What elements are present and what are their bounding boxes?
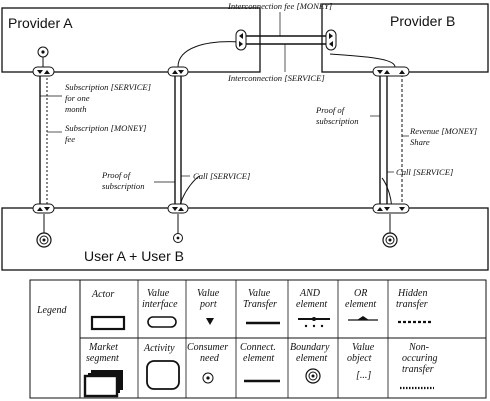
- provider-a-actor: Provider A: [1, 7, 261, 73]
- label-subscription-service-1: Subscription [SERVICE]: [65, 82, 151, 92]
- legend-value-object-l1: Value: [352, 342, 375, 353]
- legend-value-object-l2: object: [347, 353, 372, 364]
- legend-boundary-element-symbol: [305, 368, 321, 384]
- label-proof-right-1: Proof of: [315, 105, 346, 115]
- label-revenue-share-2: Share: [410, 137, 430, 147]
- legend-consumer-need-l2: need: [200, 353, 220, 364]
- legend-or-element-l1: OR: [354, 288, 367, 299]
- label-proof-left-2: subscription: [102, 181, 145, 191]
- label-interconnection-fee: Interconnection fee [MONEY]: [227, 1, 332, 11]
- start-stimulus-provider-a: [37, 46, 49, 67]
- legend-title: Legend: [36, 305, 67, 316]
- legend-or-element-symbol: [348, 316, 378, 321]
- legend-consumer-need-symbol: [202, 372, 214, 384]
- legend-value-interface-l2: interface: [142, 299, 178, 310]
- legend-connect-element-l2: element: [243, 353, 274, 364]
- legend-and-element-symbol: [298, 317, 330, 328]
- legend-connect-element-l1: Connect.: [240, 342, 276, 353]
- legend-value-transfer-l1: Value: [248, 288, 271, 299]
- label-subscription-money-2: fee: [65, 134, 75, 144]
- legend-value-interface-symbol: [147, 316, 177, 328]
- legend-activity-label: Activity: [143, 343, 175, 354]
- legend-value-interface-l1: Value: [147, 288, 170, 299]
- label-call-left: Call [SERVICE]: [193, 171, 250, 181]
- end-stimulus-user-middle: [173, 214, 183, 243]
- legend-market-segment-symbol: [83, 370, 123, 398]
- users-market-segment: User A + User B: [1, 207, 489, 271]
- provider-b-actor: Provider B: [321, 3, 489, 73]
- legend: Legend Actor Value interface Value port …: [29, 279, 487, 399]
- legend-value-object-symbol: [...]: [356, 370, 371, 381]
- legend-actor-symbol: [90, 315, 126, 331]
- label-revenue-share-1: Revenue [MONEY]: [409, 126, 477, 136]
- legend-actor-label: Actor: [91, 289, 114, 300]
- provider-b-title: Provider B: [390, 13, 455, 29]
- users-title: User A + User B: [84, 248, 184, 264]
- legend-consumer-need-l1: Consumer: [187, 342, 228, 353]
- label-call-right: Call [SERVICE]: [396, 167, 453, 177]
- legend-value-transfer-l2: Transfer: [243, 299, 277, 310]
- legend-hidden-transfer-l1: Hidden: [397, 288, 427, 299]
- legend-and-element-l1: AND: [299, 288, 321, 299]
- boundary-element-user-right: [382, 214, 398, 248]
- label-proof-left-1: Proof of: [101, 170, 132, 180]
- legend-non-occuring-l2: occuring: [402, 353, 438, 364]
- consumer-need-user-left: [36, 214, 52, 248]
- legend-value-port-l1: Value: [197, 288, 220, 299]
- legend-value-port-symbol: [206, 318, 214, 325]
- label-subscription-money-1: Subscription [MONEY]: [65, 123, 146, 133]
- legend-and-element-l2: element: [296, 299, 327, 310]
- legend-non-occuring-l3: transfer: [402, 364, 434, 375]
- label-subscription-service-3: month: [65, 104, 86, 114]
- label-interconnection-service: Interconnection [SERVICE]: [227, 73, 325, 83]
- provider-a-title: Provider A: [8, 15, 73, 31]
- label-proof-right-2: subscription: [316, 116, 359, 126]
- legend-value-port-l2: port: [199, 299, 217, 310]
- value-interfaces: [32, 29, 410, 214]
- value-transfers: [39, 35, 403, 206]
- leader-lines: [40, 12, 409, 183]
- legend-or-element-l2: element: [345, 299, 376, 310]
- legend-boundary-element-l2: element: [296, 353, 327, 364]
- legend-activity-symbol: [146, 360, 180, 390]
- value-ports: [37, 33, 405, 211]
- legend-boundary-element-l1: Boundary: [290, 342, 330, 353]
- legend-market-segment-l1: Market: [88, 342, 118, 353]
- legend-non-occuring-l1: Non-: [408, 342, 429, 353]
- transfer-labels: Interconnection fee [MONEY] Interconnect…: [65, 1, 477, 191]
- label-subscription-service-2: for one: [65, 93, 90, 103]
- legend-hidden-transfer-l2: transfer: [396, 299, 428, 310]
- legend-market-segment-l2: segment: [86, 353, 119, 364]
